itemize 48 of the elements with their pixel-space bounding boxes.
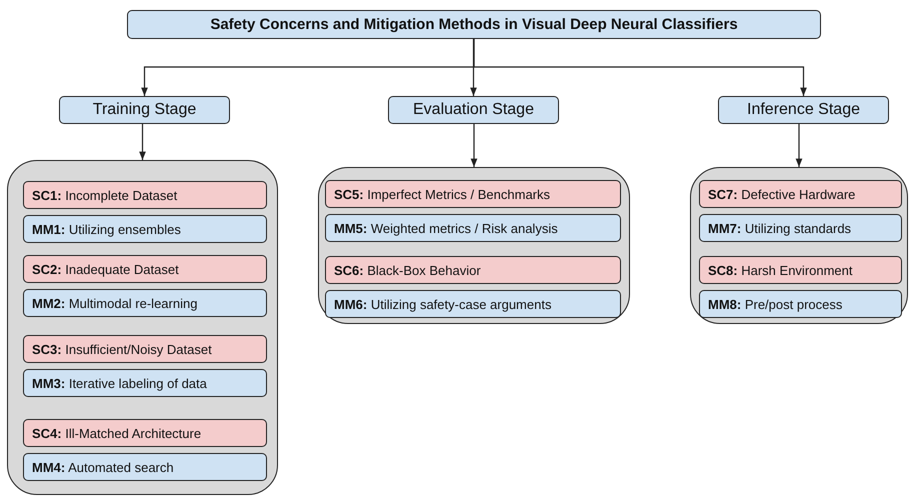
node-label: Inference Stage <box>747 101 860 119</box>
group-panel <box>318 167 630 324</box>
node-label: SC7: Defective Hardware <box>708 186 856 202</box>
stage-box <box>718 96 889 124</box>
node-label: MM8: Pre/post process <box>708 296 842 312</box>
concern-box <box>325 256 621 284</box>
concern-box <box>23 419 267 447</box>
node-label: SC1: Incomplete Dataset <box>32 188 178 202</box>
group-panel <box>690 167 908 324</box>
stage-box <box>388 96 559 124</box>
connector-arrow <box>139 124 146 160</box>
node-label: MM5: Weighted metrics / Risk analysis <box>334 220 558 236</box>
node-label: Evaluation Stage <box>413 101 534 119</box>
node-label: Training Stage <box>92 101 196 119</box>
stage-box <box>59 96 230 124</box>
concern-box <box>325 180 621 208</box>
method-box <box>23 453 267 481</box>
method-box <box>699 214 902 242</box>
concern-box <box>23 181 267 209</box>
concern-box <box>23 335 267 363</box>
title-box <box>127 10 821 39</box>
node-label: SC3: Insufficient/Noisy Dataset <box>32 342 212 356</box>
node-label: SC6: Black-Box Behavior <box>334 262 481 278</box>
connector-arrow <box>473 39 807 96</box>
method-box <box>325 290 621 318</box>
connector-arrow <box>470 39 477 96</box>
concern-box <box>699 256 902 284</box>
node-label: MM2: Multimodal re-learning <box>32 296 198 310</box>
node-label: SC8: Harsh Environment <box>708 262 853 278</box>
method-box <box>23 289 267 317</box>
method-box <box>23 369 267 397</box>
node-label: MM1: Utilizing ensembles <box>32 222 181 236</box>
concern-box <box>23 255 267 283</box>
group-panel <box>7 160 278 495</box>
method-box <box>23 215 267 243</box>
node-label: SC4: Ill-Matched Architecture <box>32 426 202 440</box>
node-label: Safety Concerns and Mitigation Methods in Visual Deep Neural Classifiers <box>210 16 738 33</box>
method-box <box>699 290 902 318</box>
method-box <box>325 214 621 242</box>
connector-arrow <box>796 124 802 167</box>
node-label: MM3: Iterative labeling of data <box>32 376 207 390</box>
node-label: MM6: Utilizing safety-case arguments <box>334 296 552 312</box>
node-label: SC5: Imperfect Metrics / Benchmarks <box>334 186 550 202</box>
connector-arrow <box>470 124 478 167</box>
node-label: MM4: Automated search <box>32 460 174 474</box>
concern-box <box>699 180 902 208</box>
node-label: MM7: Utilizing standards <box>708 220 852 236</box>
node-label: SC2: Inadequate Dataset <box>32 262 179 276</box>
